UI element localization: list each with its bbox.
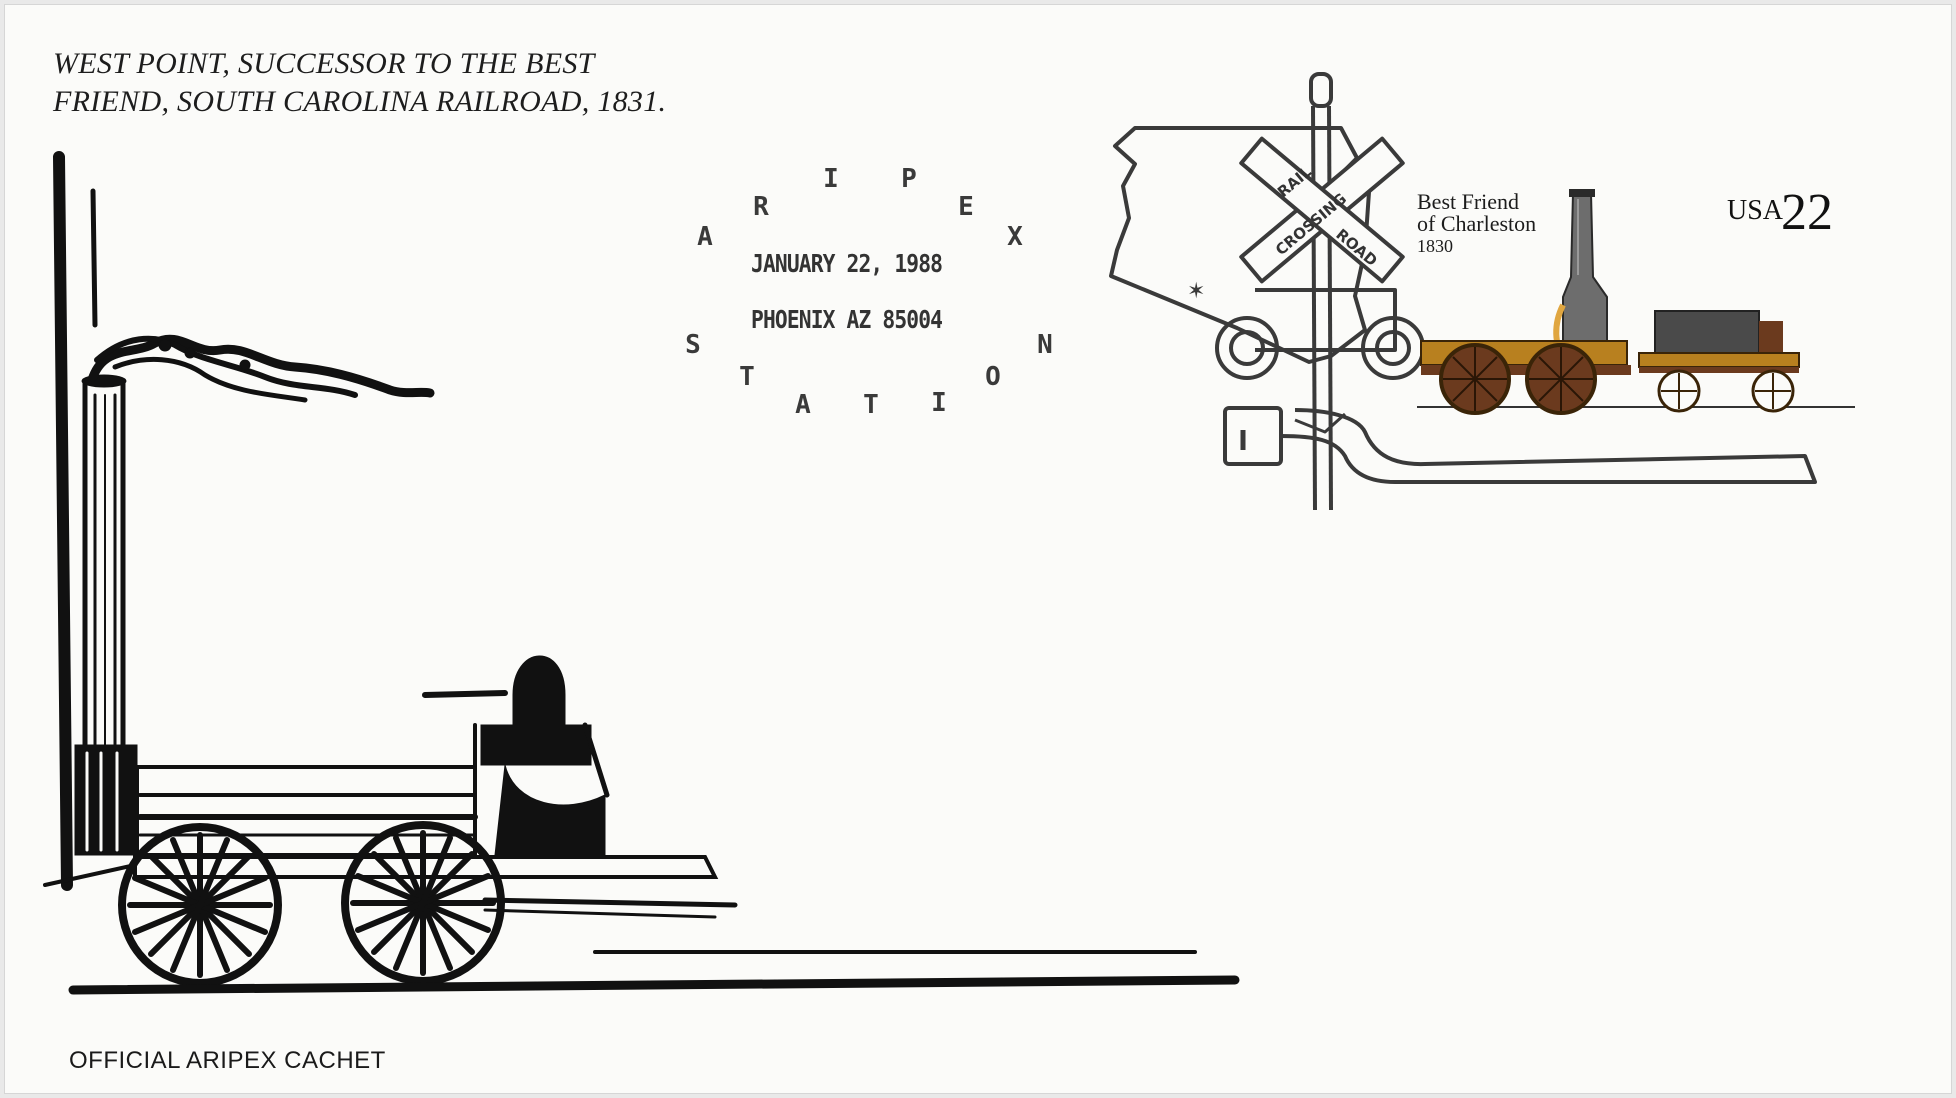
postmark-ring-letter: A [795, 390, 811, 420]
front-wheel [118, 823, 282, 987]
postmark-ring-letter: X [1007, 222, 1023, 252]
stamp-caption-year: 1830 [1417, 236, 1453, 256]
stamp-locomotive-illustration [1417, 189, 1855, 415]
stamp-country: USA [1727, 195, 1784, 226]
stamp-caption-name: Best Friend [1417, 189, 1520, 214]
postmark-ring-letter: A [697, 222, 713, 252]
svg-text:✶: ✶ [1187, 279, 1205, 304]
postmark-date: JANUARY 22, 1988 [751, 249, 943, 278]
west-point-locomotive-illustration [43, 151, 1240, 995]
rear-wheel [341, 821, 505, 985]
postmark-ring-letter: P [901, 164, 917, 194]
cachet-credit: OFFICIAL ARIPEX CACHET [69, 1047, 386, 1074]
best-friend-of-charleston-stamp: Best Friend of Charleston 1830 USA 22 [1377, 155, 1875, 447]
stamp-denomination: 22 [1781, 184, 1833, 241]
stamp-caption: Best Friend of Charleston 1830 [1417, 191, 1536, 257]
cachet-title: WEST POINT, SUCCESSOR TO THE BEST FRIEND… [53, 45, 773, 121]
envelope: WEST POINT, SUCCESSOR TO THE BEST FRIEND… [4, 4, 1952, 1094]
postmark-ring-letter: R [753, 192, 769, 222]
postmark-ring-letter: O [985, 362, 1001, 392]
postmark-ring-letter: I [823, 164, 839, 194]
cachet-title-line-1: WEST POINT, SUCCESSOR TO THE BEST [53, 47, 595, 80]
postmark-ring-letter: S [685, 330, 701, 360]
postmark-ring-letter: T [739, 362, 755, 392]
cachet-title-line-2: FRIEND, SOUTH CAROLINA RAILROAD, 1831. [53, 85, 667, 118]
postmark-place: PHOENIX AZ 85004 [751, 305, 943, 334]
postmark-ring-letter: E [958, 192, 974, 222]
aripex-station-postmark: A R I P E X N O I T A T S JANUARY 22, 19… [665, 145, 1085, 445]
railroad-crossing-cancel-graphic: ✶ RAIL CROSSING [1109, 72, 1817, 511]
postmark-ring-letter: I [931, 388, 947, 418]
postmark-ring-letter: T [863, 390, 879, 420]
stamp-caption-place: of Charleston [1417, 211, 1537, 236]
postmark-ring-letter: N [1037, 330, 1053, 360]
